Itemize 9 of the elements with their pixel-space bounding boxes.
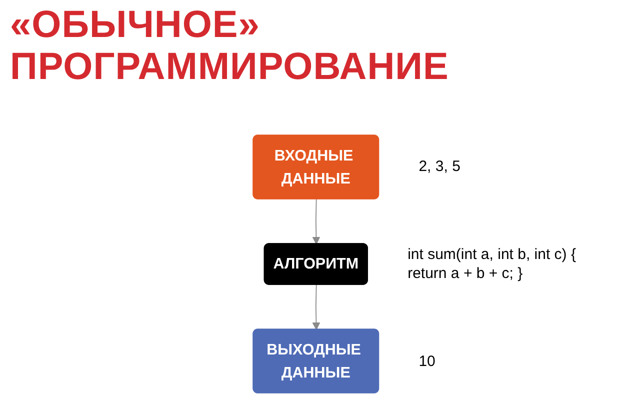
process-box: АЛГОРИТМ [264, 243, 368, 285]
output-value-text: 10 [418, 352, 436, 370]
arrow [312, 198, 320, 244]
process-box: ВХОДНЫЕ ДАННЫЕ [252, 134, 380, 200]
title: «ОБЫЧНОЕ» ПРОГРАММИРОВАНИЕ [10, 4, 450, 88]
code-snippet: int sum(int a, int b, int c) { return a + b + c; } [408, 244, 577, 283]
arrow [312, 284, 320, 330]
process-box: ВЫХОДНЫЕ ДАННЫЕ [252, 328, 380, 394]
input-values-text: 2, 3, 5 [418, 157, 462, 176]
